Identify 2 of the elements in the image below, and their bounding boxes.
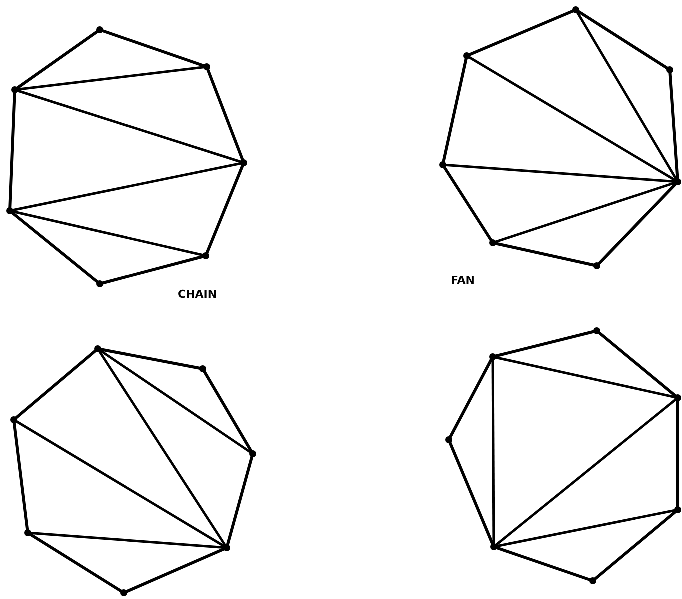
figure-label: CHAIN: [178, 288, 218, 301]
figure-label: FAN: [451, 274, 475, 287]
